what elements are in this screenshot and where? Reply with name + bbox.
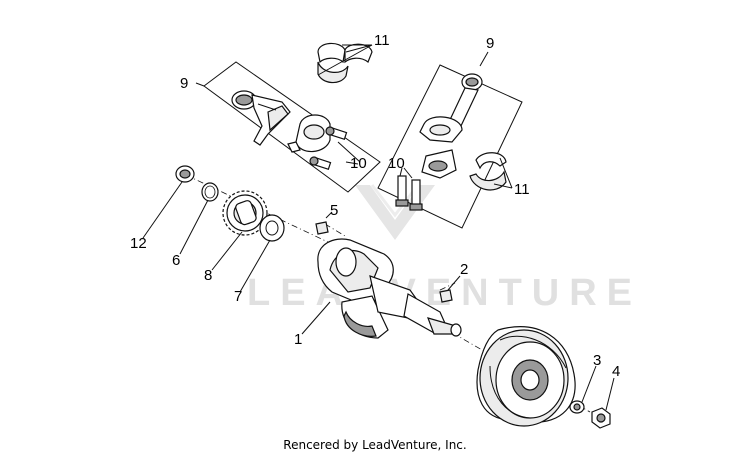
right-connecting-rod <box>419 73 483 143</box>
callout-7: 7 <box>234 288 242 305</box>
left-rod-bolts <box>309 126 348 171</box>
right-bearing-shells <box>469 152 507 191</box>
callout-8: 8 <box>204 267 212 284</box>
callout-10-right: 10 <box>388 155 405 172</box>
callout-4: 4 <box>612 363 620 380</box>
callout-5: 5 <box>330 202 338 219</box>
render-credit: Rencered by LeadVenture, Inc. <box>283 438 467 452</box>
right-rod-cap <box>421 149 457 179</box>
callout-2: 2 <box>460 261 468 278</box>
callout-12: 12 <box>130 235 147 252</box>
callout-11-right: 11 <box>514 181 530 198</box>
right-conrod-group-frame <box>377 51 523 229</box>
crankshaft <box>317 238 462 339</box>
callout-1: 1 <box>294 331 302 348</box>
left-conrod-group-frame <box>195 61 381 193</box>
callout-3: 3 <box>593 352 601 369</box>
lock-nut-left <box>175 165 195 183</box>
flywheel <box>476 326 576 427</box>
flywheel-washer-3 <box>569 400 585 414</box>
callout-6: 6 <box>172 252 180 269</box>
callout-9-left: 9 <box>180 75 188 92</box>
spacer-washer-7 <box>259 214 285 242</box>
flywheel-nut-4 <box>591 407 611 429</box>
callout-labels: 1 2 3 4 5 6 7 8 9 9 10 10 11 11 12 <box>130 32 620 380</box>
left-rod-cap <box>287 114 331 153</box>
callout-9-right: 9 <box>486 35 494 52</box>
right-rod-bolts <box>395 175 423 211</box>
callout-11-top: 11 <box>374 32 390 49</box>
washer-6 <box>201 182 219 202</box>
callout-10-left: 10 <box>350 155 367 172</box>
leader-lines <box>142 44 615 411</box>
left-connecting-rod <box>231 90 291 146</box>
woodruff-key-2 <box>439 289 453 303</box>
woodruff-key-5 <box>315 221 329 235</box>
timing-gear <box>222 190 268 236</box>
watermark-text: LEADVENTURE <box>247 272 642 314</box>
